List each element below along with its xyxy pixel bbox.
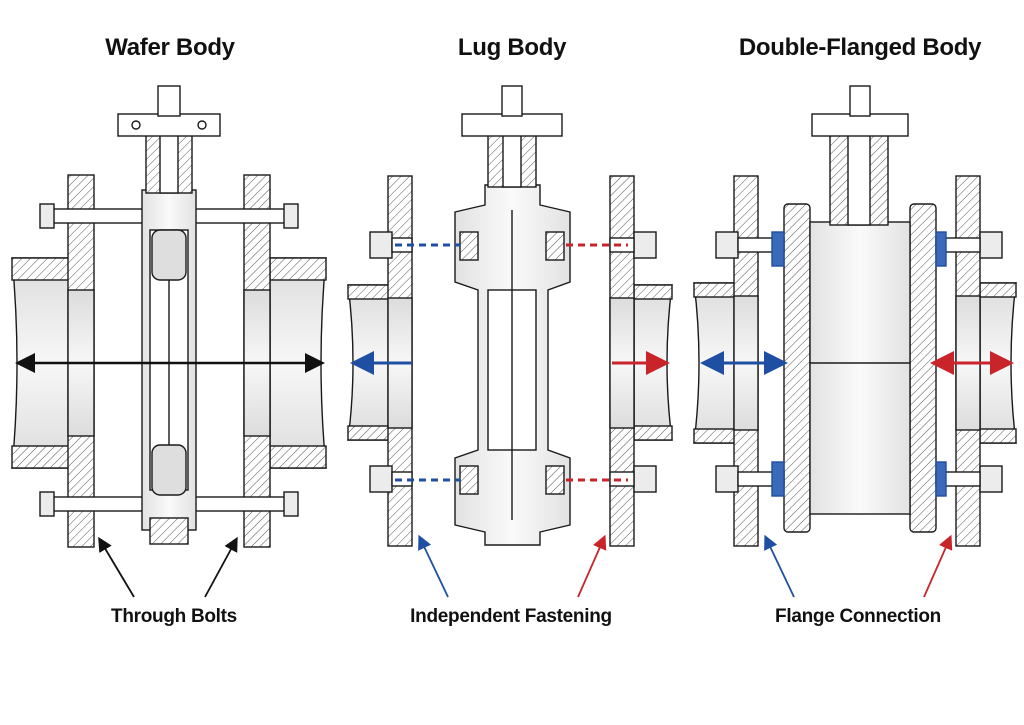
df-valve-body (809, 221, 911, 515)
df-valve-flange-left (783, 203, 811, 533)
lug-body-drawing (347, 85, 673, 547)
wafer-body-title: Wafer Body (105, 34, 235, 61)
wafer-body-drawing (11, 85, 327, 548)
independent-fastening-caption: Independent Fastening (410, 606, 612, 627)
lug-body-title: Lug Body (457, 34, 567, 61)
double-flanged-body-title: Double-Flanged Body (738, 34, 982, 61)
double-flanged-body-drawing (693, 85, 1017, 547)
df-valve-flange-right (909, 203, 937, 533)
flange-connection-caption: Flange Connection (775, 606, 941, 627)
through-bolts-caption: Through Bolts (111, 606, 237, 627)
